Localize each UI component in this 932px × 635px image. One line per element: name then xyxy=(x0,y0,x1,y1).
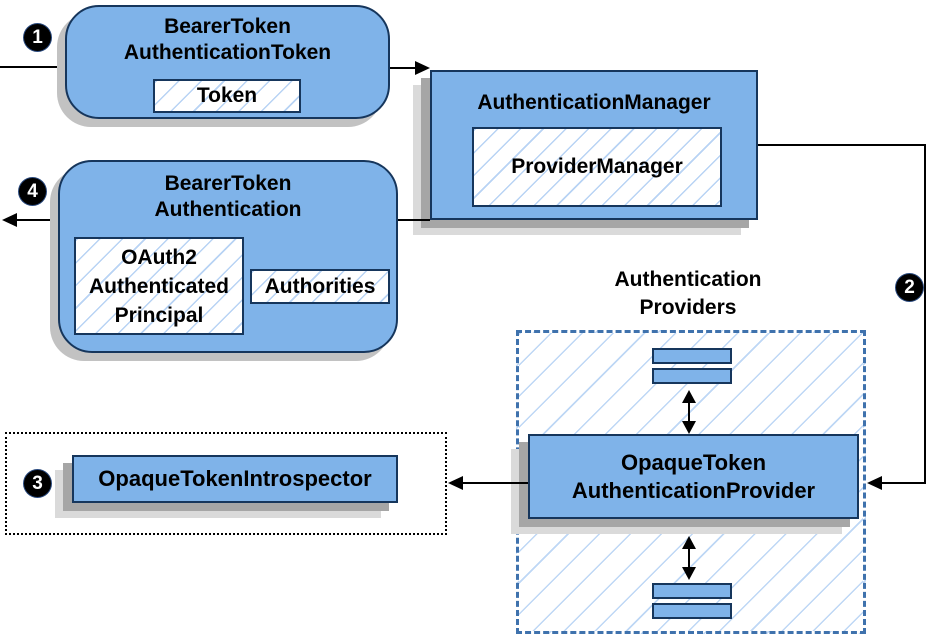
node-title-line: AuthenticationToken xyxy=(123,41,332,64)
arrow-down-head-icon xyxy=(682,567,696,580)
manager-to-authentication-line xyxy=(398,219,430,221)
node-opaque-token-introspector: OpaqueTokenIntrospector xyxy=(72,455,398,503)
double-arrow-line xyxy=(688,546,690,570)
arrow-up-head-icon xyxy=(682,536,696,549)
arrow-right-head-icon xyxy=(415,61,430,75)
authentication-providers-label: Authentication Providers xyxy=(540,266,836,322)
label-line: Authentication xyxy=(614,268,762,291)
chip-line: Principal xyxy=(114,304,204,327)
double-arrow-line xyxy=(688,400,690,424)
provider-placeholder-bar xyxy=(652,603,732,619)
node-title-line: BearerToken xyxy=(164,172,292,195)
authorities-chip: Authorities xyxy=(250,269,390,304)
outgoing-result-line xyxy=(15,219,58,221)
node-bearer-token-authentication: BearerToken Authentication OAuth2 Authen… xyxy=(58,160,398,353)
node-bearer-token-authentication-token: BearerToken AuthenticationToken Token xyxy=(65,5,390,119)
node-authentication-manager: AuthenticationManager ProviderManager xyxy=(430,70,758,220)
step-1-badge: 1 xyxy=(24,24,51,51)
provider-placeholder-bar xyxy=(652,583,732,599)
node-title-line: Authentication xyxy=(154,198,302,221)
arrow-left-head-icon xyxy=(867,476,882,490)
oauth2-authenticated-principal-chip: OAuth2 Authenticated Principal xyxy=(74,237,244,335)
provider-placeholder-bar xyxy=(652,348,732,364)
arrow-token-to-manager-line xyxy=(390,67,418,69)
step-3-badge: 3 xyxy=(24,470,51,497)
manager-to-provider-line-bottom xyxy=(880,482,926,484)
provider-manager-chip: ProviderManager xyxy=(472,127,722,207)
arrow-down-head-icon xyxy=(682,421,696,434)
node-title: OpaqueTokenIntrospector xyxy=(98,466,372,491)
node-title: AuthenticationManager xyxy=(477,91,711,114)
step-4-badge: 4 xyxy=(19,178,46,205)
incoming-request-line xyxy=(0,66,64,68)
arrow-up-head-icon xyxy=(682,390,696,403)
manager-to-provider-line-vertical xyxy=(924,144,926,484)
chip-line: OAuth2 xyxy=(121,246,197,269)
label-line: Providers xyxy=(639,296,737,319)
node-opaque-token-authentication-provider: OpaqueToken AuthenticationProvider xyxy=(528,434,859,519)
node-title-line: BearerToken xyxy=(164,15,291,38)
manager-to-provider-line-top xyxy=(758,144,926,146)
node-title-line: OpaqueToken xyxy=(620,450,767,475)
arrow-left-head-icon xyxy=(448,476,463,490)
chip-line: Authenticated xyxy=(88,275,229,298)
step-2-badge: 2 xyxy=(896,274,923,301)
node-title-line: AuthenticationProvider xyxy=(571,478,816,503)
provider-placeholder-bar xyxy=(652,368,732,384)
token-chip: Token xyxy=(153,79,301,113)
arrow-left-head-icon xyxy=(2,213,17,227)
provider-to-introspector-line xyxy=(461,482,528,484)
